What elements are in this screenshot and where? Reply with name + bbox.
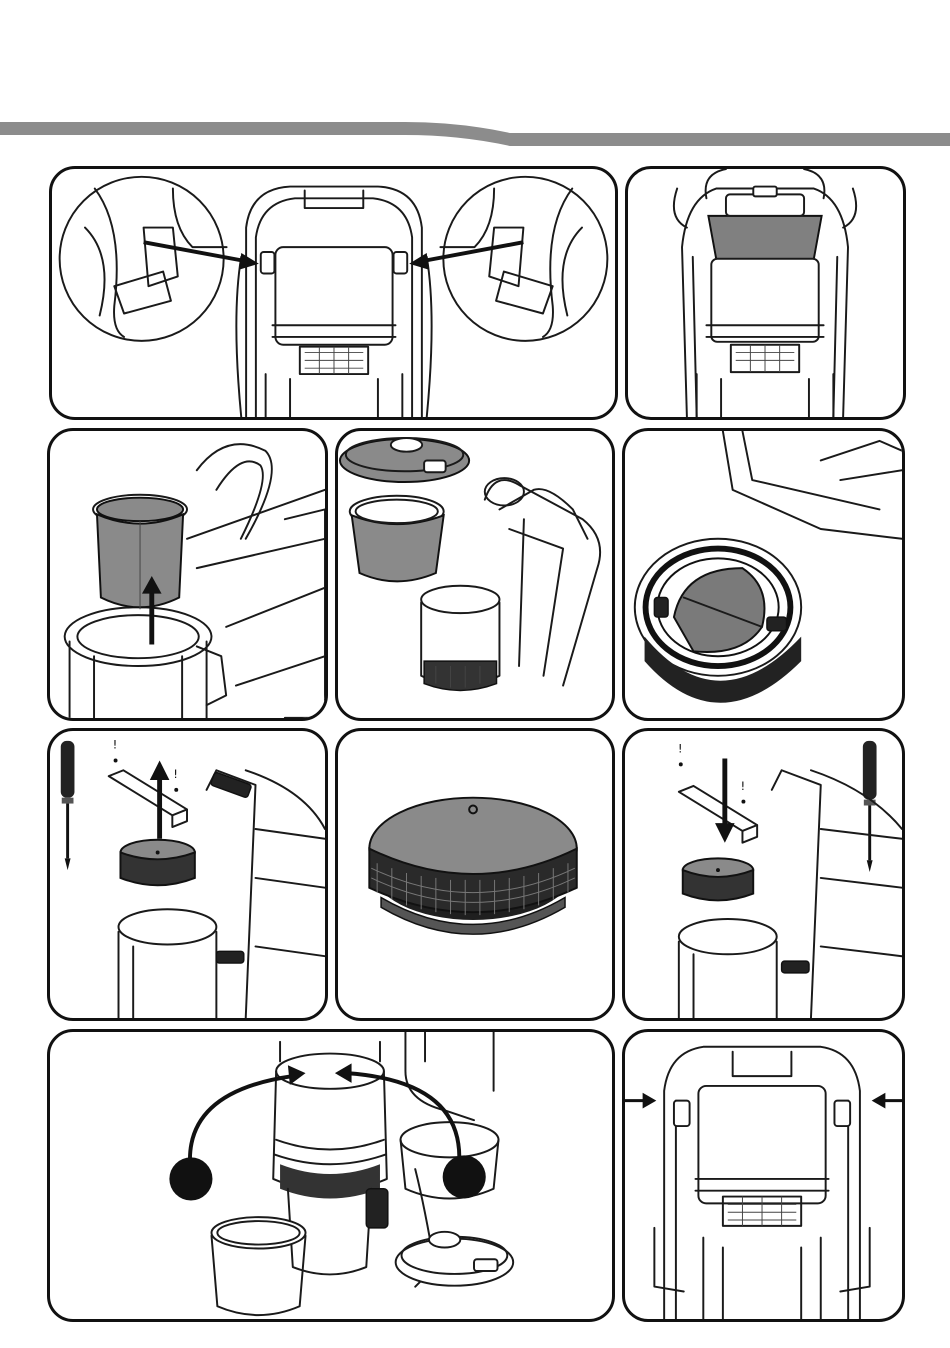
step-dot-left-icon [169, 1157, 212, 1200]
screws-icon: ! ! [678, 742, 746, 804]
hands-lifting-lid-illustration [628, 169, 903, 417]
zoom-circle-right-icon [440, 177, 607, 341]
motor-filter-icon [683, 858, 753, 900]
refit-motor-filter-illustration: ! ! [625, 731, 902, 1018]
canister-icon [350, 496, 444, 582]
arrow-in-left-icon [625, 1093, 656, 1109]
svg-text:!: ! [173, 767, 178, 781]
filter-bag-canister-icon [93, 495, 187, 610]
close-latches-illustration [625, 1032, 902, 1319]
step-panel-release-latches [49, 166, 618, 420]
filter-bag-canister-illustration [50, 431, 325, 718]
step-panel-reassemble [47, 1029, 615, 1322]
backpack-vacuum-rear-illustration [52, 169, 615, 417]
zoom-circle-left-icon [60, 177, 227, 341]
canister-icon [211, 1217, 305, 1315]
step-panel-motor-housing [622, 428, 905, 721]
step-panel-lift-lid [625, 166, 906, 420]
screwdriver-icon [863, 741, 877, 872]
motor-filter-icon [120, 840, 194, 886]
screwdriver-icon [61, 741, 75, 870]
arrow-in-right-icon [872, 1093, 902, 1109]
vacuum-open-icon [421, 478, 600, 690]
lid-icon [340, 438, 469, 482]
reassemble-illustration [50, 1032, 612, 1319]
vacuum-exploded-view-illustration [338, 431, 612, 718]
step-dot-right-icon [443, 1155, 486, 1198]
svg-text:!: ! [678, 742, 683, 756]
header-swoosh-bar [0, 0, 950, 160]
step-panel-refit-motor-filter: ! ! [622, 728, 905, 1021]
svg-text:!: ! [113, 738, 118, 752]
step-panel-motor-filter [335, 728, 615, 1021]
step-panel-remove-motor-filter: ! ! [47, 728, 328, 1021]
motor-filter-large-illustration [338, 731, 612, 1018]
lid-icon [396, 1232, 514, 1286]
step-panel-close-latches [622, 1029, 905, 1322]
arrow-up-icon [150, 760, 170, 838]
step-panel-exploded-parts [335, 428, 615, 721]
bracket-icon [679, 786, 757, 843]
svg-text:!: ! [740, 779, 745, 793]
remove-motor-filter-illustration: ! ! [50, 731, 325, 1018]
motor-housing-filter-view-illustration [625, 431, 902, 718]
step-panel-remove-canister [47, 428, 328, 721]
